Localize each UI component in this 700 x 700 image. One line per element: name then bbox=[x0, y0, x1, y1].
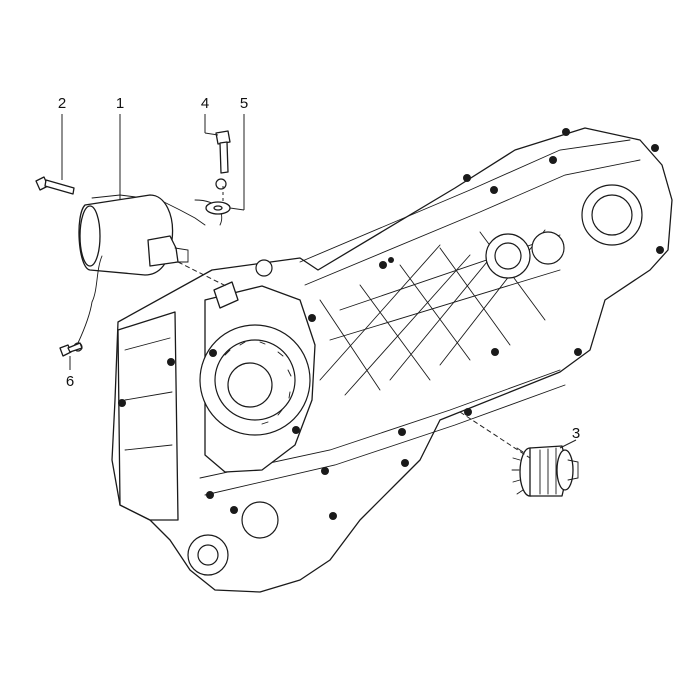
leader-line-4b bbox=[204, 132, 219, 136]
callout-6: 6 bbox=[66, 373, 74, 390]
bolt-icon bbox=[35, 176, 75, 195]
leader-line-5b bbox=[229, 207, 245, 211]
starter-pinion-gear-icon bbox=[511, 445, 579, 497]
leader-line-3 bbox=[559, 439, 577, 449]
callout-2: 2 bbox=[58, 95, 66, 112]
bolt-icon bbox=[215, 130, 231, 190]
callout-3: 3 bbox=[572, 425, 580, 442]
starter-motor-icon bbox=[73, 194, 223, 352]
washer-icon bbox=[205, 201, 231, 215]
callout-5: 5 bbox=[240, 95, 248, 112]
assembly-axis-starter bbox=[177, 261, 227, 287]
callout-4: 4 bbox=[201, 95, 209, 112]
crankcase-icon bbox=[111, 127, 673, 593]
callout-1: 1 bbox=[116, 95, 124, 112]
callouts: 1 2 3 4 5 6 bbox=[58, 95, 580, 442]
screw-icon bbox=[59, 342, 83, 357]
leader-lines bbox=[61, 114, 577, 459]
assembly-axis-pinion bbox=[459, 411, 531, 459]
